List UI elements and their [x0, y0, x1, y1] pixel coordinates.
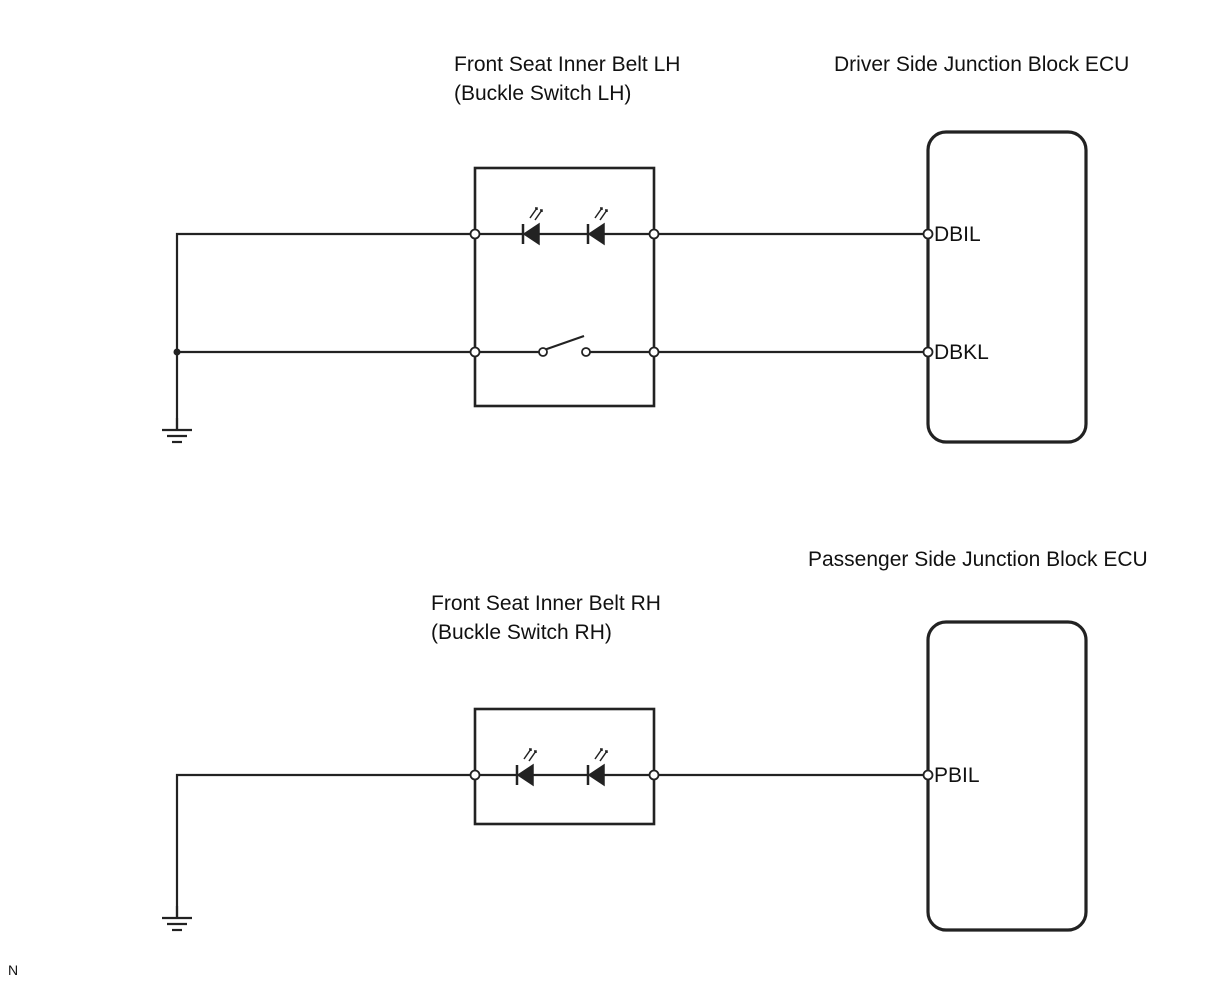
buckle-switch-rh-box: [473, 707, 656, 826]
terminal-node: [469, 346, 481, 358]
footer-mark: N: [8, 962, 19, 978]
top-circuit: [160, 130, 1088, 444]
wire-pbil-left: [175, 773, 475, 918]
switch-contact: [581, 347, 591, 357]
driver-ecu-box: [926, 130, 1088, 444]
terminal-node: [469, 228, 481, 240]
led-icon: [521, 206, 544, 246]
switch-contact: [538, 347, 548, 357]
switch-lever: [543, 334, 585, 352]
pin-label-dbil: DBIL: [934, 223, 981, 246]
component-label-lh-line2: (Buckle Switch LH): [454, 82, 632, 105]
component-label-rh-line1: Front Seat Inner Belt RH: [431, 592, 661, 615]
terminal-node: [648, 769, 660, 781]
junction-dot: [173, 348, 181, 356]
pin-label-pbil: PBIL: [934, 764, 980, 787]
terminal-node: [648, 228, 660, 240]
component-label-rh-line2: (Buckle Switch RH): [431, 621, 612, 644]
ground-icon: [160, 416, 194, 444]
ecu-pin-node: [922, 346, 934, 358]
component-label-lh-line1: Front Seat Inner Belt LH: [454, 53, 681, 76]
buckle-switch-lh-box: [473, 166, 656, 408]
terminal-node: [469, 769, 481, 781]
ecu-label-passenger: Passenger Side Junction Block ECU: [808, 548, 1148, 571]
led-icon: [515, 747, 538, 787]
led-icon: [586, 206, 609, 246]
ecu-label-driver: Driver Side Junction Block ECU: [834, 53, 1130, 76]
pin-label-dbkl: DBKL: [934, 341, 989, 364]
led-icon: [586, 747, 609, 787]
ecu-pin-node: [922, 769, 934, 781]
ground-icon: [160, 904, 194, 932]
ecu-pin-node: [922, 228, 934, 240]
bottom-circuit: [160, 620, 1088, 932]
terminal-node: [648, 346, 660, 358]
wire-dbil-left: [175, 232, 475, 430]
